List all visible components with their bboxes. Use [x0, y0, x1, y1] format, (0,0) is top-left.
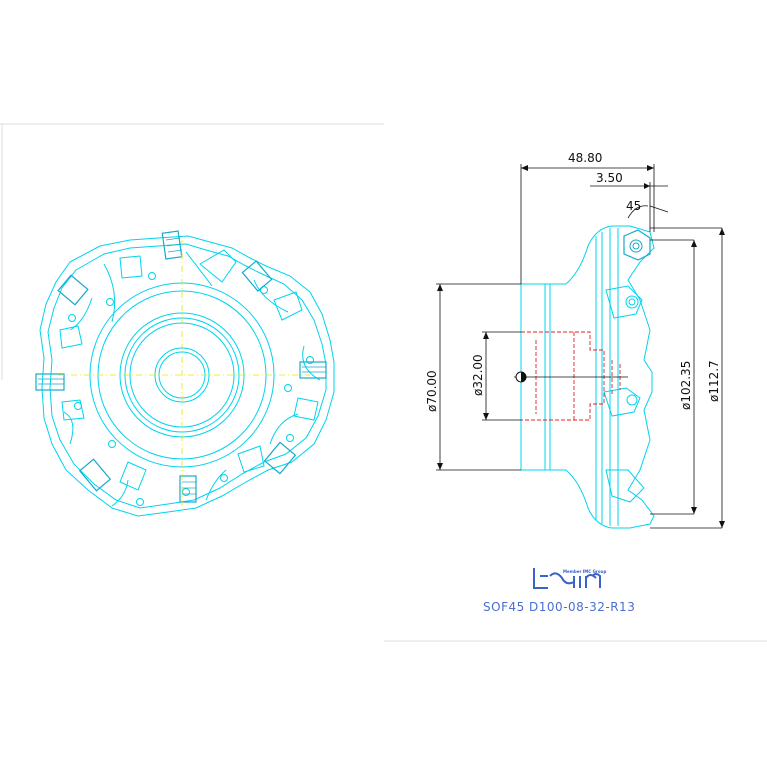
- insert-7: [35, 373, 65, 391]
- dim-edge-offset: 3.50: [596, 171, 623, 185]
- hidden-lines: [521, 331, 621, 421]
- dim-max-diameter: ø112.7: [707, 360, 721, 402]
- insert-8: [57, 274, 89, 306]
- insert-3: [299, 361, 327, 379]
- cutter-front-view: [39, 235, 335, 517]
- dim-cutting-diameter: ø102.35: [679, 361, 693, 410]
- dim-overall-length: 48.80: [568, 151, 602, 165]
- model-caption: SOF45 D100-08-32-R13: [483, 600, 635, 614]
- insert-hatching: [38, 237, 326, 495]
- brand-logo: Member IMC Group: [533, 568, 606, 589]
- insert-5: [179, 475, 197, 503]
- insert-group: [35, 230, 327, 503]
- insert-2: [241, 260, 273, 292]
- front-centerlines: [58, 240, 310, 510]
- dim-bore-diameter: ø32.00: [471, 354, 485, 396]
- insert-4: [263, 441, 297, 475]
- logo-tagline: Member IMC Group: [563, 569, 606, 574]
- top-insert: [623, 229, 651, 261]
- drawing-frame: [0, 123, 767, 642]
- dimension-arrows: [437, 165, 725, 528]
- dimension-lines: [436, 164, 723, 529]
- dim-hub-diameter: ø70.00: [425, 370, 439, 412]
- dim-chamfer-angle: 45: [626, 199, 641, 213]
- insert-6: [78, 458, 112, 492]
